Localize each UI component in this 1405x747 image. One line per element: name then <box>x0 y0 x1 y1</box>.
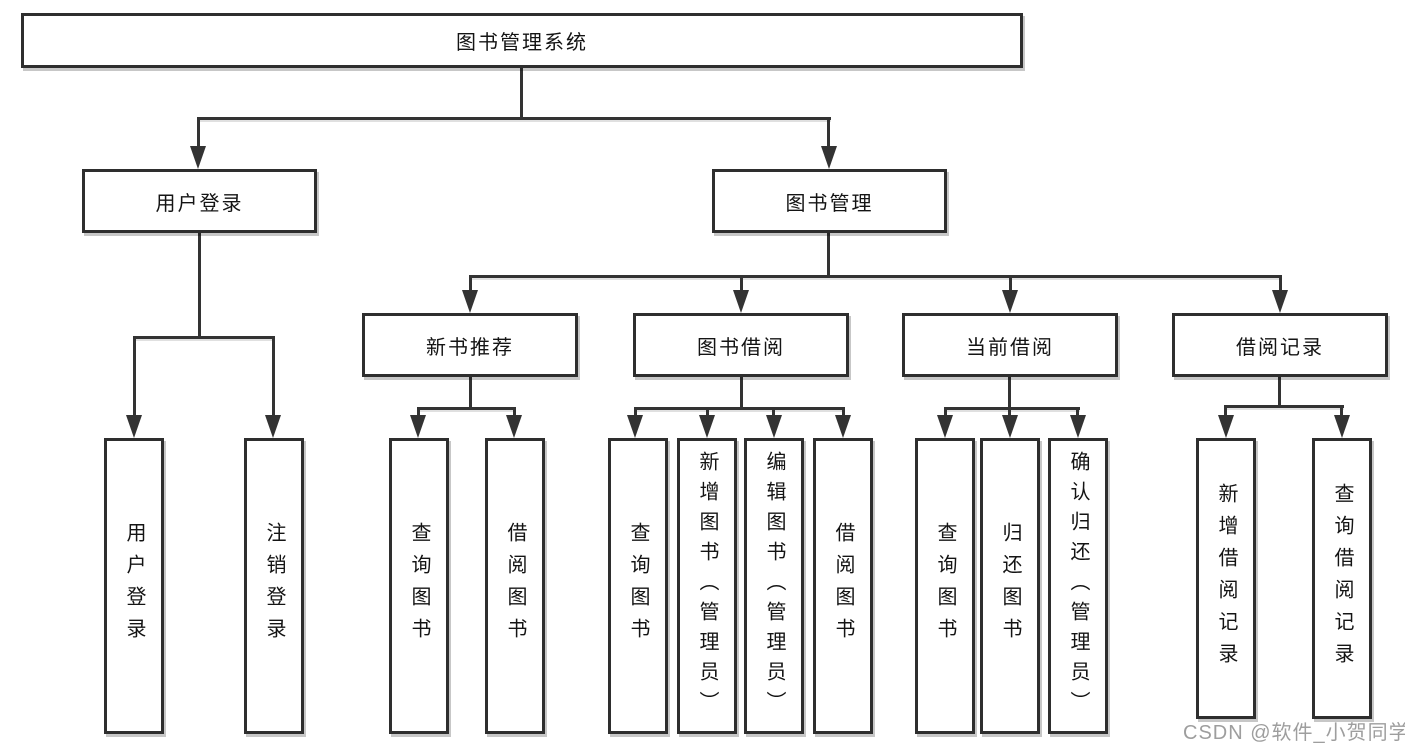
arrowhead-down-icon <box>627 415 643 438</box>
arrowhead-down-icon <box>506 415 522 438</box>
node-book-borrow: 图书借阅 <box>633 313 849 377</box>
node-label: 查询图书 <box>934 522 956 650</box>
node-label: 借阅记录 <box>1236 336 1324 359</box>
connector-line <box>772 407 775 417</box>
arrowhead-down-icon <box>1334 415 1350 438</box>
connector-line <box>1340 405 1343 417</box>
arrowhead-down-icon <box>1002 415 1018 438</box>
connector-line <box>469 275 472 292</box>
node-book-management: 图书管理 <box>712 169 947 233</box>
arrowhead-down-icon <box>190 146 206 169</box>
node-label: 图书管理系统 <box>456 32 588 54</box>
node-label: 新书推荐 <box>426 336 514 359</box>
connector-book-mgmt-branch <box>469 275 1282 278</box>
arrowhead-down-icon <box>835 415 851 438</box>
leaf-query-books-borrow: 查询图书 <box>608 438 668 734</box>
node-label: 查询借阅记录 <box>1331 482 1353 675</box>
arrowhead-down-icon <box>1218 415 1234 438</box>
arrowhead-down-icon <box>410 415 426 438</box>
node-label: 图书管理 <box>785 192 874 215</box>
connector-line <box>1224 405 1227 417</box>
node-user-login: 用户登录 <box>82 169 317 233</box>
connector-borrow-record-branch <box>1224 405 1344 408</box>
node-current-borrow: 当前借阅 <box>902 313 1118 377</box>
arrowhead-down-icon <box>126 415 142 438</box>
connector-line <box>706 407 709 417</box>
node-label: 借阅图书 <box>504 522 526 650</box>
connector-line <box>1279 275 1282 292</box>
node-label: 新增借阅记录 <box>1215 482 1237 675</box>
connector-line <box>634 407 637 417</box>
arrowhead-down-icon <box>733 290 749 313</box>
connector-line <box>133 336 136 416</box>
arrowhead-down-icon <box>462 290 478 313</box>
node-label: 用户登录 <box>155 192 244 215</box>
arrowhead-down-icon <box>265 415 281 438</box>
leaf-query-borrow-record: 查询借阅记录 <box>1312 438 1372 719</box>
node-label: 用户登录 <box>123 522 145 650</box>
node-label: 确认归还（管理员） <box>1067 451 1089 721</box>
leaf-query-books-recommend: 查询图书 <box>389 438 449 734</box>
node-label: 借阅图书 <box>832 522 854 650</box>
connector-root-branch <box>197 117 831 120</box>
connector-current-borrow-branch <box>944 407 1080 410</box>
node-label: 查询图书 <box>408 522 430 650</box>
connector-line <box>827 117 830 147</box>
node-label: 归还图书 <box>999 522 1021 650</box>
node-new-book-recommend: 新书推荐 <box>362 313 578 377</box>
node-label: 当前借阅 <box>966 336 1054 359</box>
node-label: 查询图书 <box>627 522 649 650</box>
node-root-system: 图书管理系统 <box>21 13 1023 68</box>
arrowhead-down-icon <box>1272 290 1288 313</box>
arrowhead-down-icon <box>821 146 837 169</box>
node-label: 编辑图书（管理员） <box>763 451 785 721</box>
connector-user-login-branch <box>133 336 274 339</box>
leaf-borrow-books-recommend: 借阅图书 <box>485 438 545 734</box>
leaf-borrow-books: 借阅图书 <box>813 438 873 734</box>
arrowhead-down-icon <box>766 415 782 438</box>
arrowhead-down-icon <box>1002 290 1018 313</box>
node-label: 图书借阅 <box>697 336 785 359</box>
connector-line <box>1008 407 1011 417</box>
connector-line <box>944 407 947 417</box>
connector-line <box>740 275 743 292</box>
connector-root-stem <box>520 68 523 118</box>
leaf-return-book: 归还图书 <box>980 438 1040 734</box>
connector-line <box>513 407 516 417</box>
connector-user-login-stem <box>198 233 201 337</box>
node-label: 新增图书（管理员） <box>696 451 718 721</box>
arrowhead-down-icon <box>1070 415 1086 438</box>
leaf-user-login: 用户登录 <box>104 438 164 734</box>
leaf-edit-book-admin: 编辑图书（管理员） <box>744 438 804 734</box>
node-label: 注销登录 <box>263 522 285 650</box>
connector-book-borrow-stem <box>740 377 743 408</box>
connector-book-borrow-branch <box>634 407 845 410</box>
leaf-query-books-current: 查询图书 <box>915 438 975 734</box>
connector-borrow-record-stem <box>1278 377 1281 406</box>
arrowhead-down-icon <box>699 415 715 438</box>
connector-new-book-stem <box>469 377 472 408</box>
leaf-add-book-admin: 新增图书（管理员） <box>677 438 737 734</box>
leaf-add-borrow-record: 新增借阅记录 <box>1196 438 1256 719</box>
connector-current-borrow-stem <box>1008 377 1011 408</box>
connector-line <box>842 407 845 417</box>
node-borrow-records: 借阅记录 <box>1172 313 1388 377</box>
leaf-logout: 注销登录 <box>244 438 304 734</box>
arrowhead-down-icon <box>937 415 953 438</box>
connector-new-book-branch <box>417 407 516 410</box>
connector-line <box>1009 275 1012 292</box>
connector-line <box>1076 407 1079 417</box>
connector-line <box>197 117 200 147</box>
connector-book-mgmt-stem <box>827 233 830 276</box>
connector-line <box>417 407 420 417</box>
csdn-watermark: CSDN @软件_小贺同学 <box>1183 722 1405 744</box>
leaf-confirm-return-admin: 确认归还（管理员） <box>1048 438 1108 734</box>
connector-line <box>272 336 275 416</box>
